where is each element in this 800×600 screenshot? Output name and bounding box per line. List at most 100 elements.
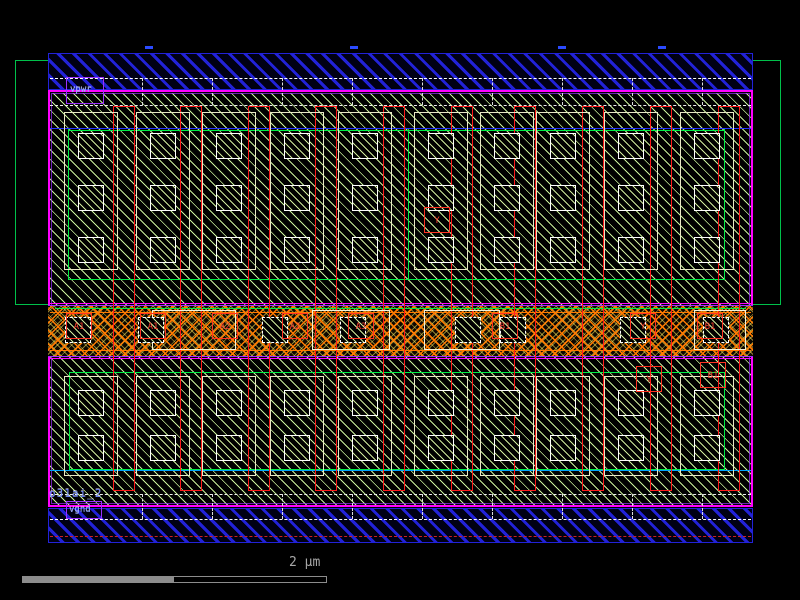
mid-band-green-line (55, 308, 746, 309)
poly-gate (582, 106, 604, 491)
pin-y[interactable]: Y (630, 313, 656, 339)
contact-square (78, 435, 104, 461)
mid-band-magenta-bottom (48, 358, 753, 359)
mid-band-magenta-top (48, 303, 753, 304)
band-column-dash (562, 508, 563, 519)
rail-column-dash (702, 494, 703, 506)
pin-a1[interactable]: A1 (140, 313, 166, 339)
pin-a2[interactable]: A2 (282, 313, 308, 339)
diffusion-outline (136, 376, 190, 476)
rail-column-dash (422, 494, 423, 506)
rail-column-dash (492, 93, 493, 105)
contact-square (428, 237, 454, 263)
li-rect (312, 310, 390, 350)
bottom-band-dash-line (50, 519, 751, 520)
rail-column-dash (632, 494, 633, 506)
contact-square (428, 133, 454, 159)
band-column-dash (632, 508, 633, 519)
poly-gate (180, 106, 202, 491)
contact-square (216, 435, 242, 461)
band-column-dash (632, 78, 633, 90)
rail-column-dash (422, 93, 423, 105)
band-column-dash (352, 78, 353, 90)
pin-a3[interactable]: A3 (348, 313, 374, 339)
rail-column-dash (282, 93, 283, 105)
cell-boundary (48, 90, 753, 507)
contact-square (428, 435, 454, 461)
contact-square (494, 390, 520, 416)
contact-square (352, 185, 378, 211)
diffusion-outline (536, 376, 590, 476)
pin-a1[interactable]: A1 (66, 313, 92, 339)
band-column-dash (282, 78, 283, 90)
diffusion-outline (338, 112, 392, 270)
rail-column-dash (142, 93, 143, 105)
pin-y[interactable]: Y (424, 207, 450, 233)
rail-column-dash (142, 494, 143, 506)
ruler-tick-icon (558, 46, 566, 49)
rail-column-dash (492, 494, 493, 506)
rail-column-dash (212, 494, 213, 506)
pin-a2[interactable]: A2 (212, 313, 238, 339)
scale-bar-filled (22, 576, 173, 583)
bottom-ground-rail-band (48, 508, 753, 543)
diffusion-outline (680, 112, 734, 270)
rail-column-dash (352, 494, 353, 506)
poly-gate (113, 106, 135, 491)
band-column-dash (562, 78, 563, 90)
diffusion-outline (136, 112, 190, 270)
vpwr-label-box (66, 77, 104, 104)
rail-column-dash (702, 93, 703, 105)
contact-square (694, 185, 720, 211)
contact-square (150, 185, 176, 211)
band-column-dash (702, 508, 703, 519)
contact-square (78, 133, 104, 159)
contact-square (618, 390, 644, 416)
contact-square (494, 133, 520, 159)
contact-square (550, 185, 576, 211)
rail-column-dash (632, 93, 633, 105)
contact-square (428, 185, 454, 211)
top-band-dash-line (50, 78, 751, 79)
contact-square (428, 390, 454, 416)
contact-square (150, 435, 176, 461)
rail-column-dash (562, 93, 563, 105)
contact-square (618, 185, 644, 211)
contact-square (550, 237, 576, 263)
contact-square (694, 237, 720, 263)
vpwr-label: vpwr (70, 85, 92, 95)
contact-square (494, 185, 520, 211)
rail-column-dash (212, 93, 213, 105)
poly-gate (248, 106, 270, 491)
pin-b1[interactable]: B1 (492, 313, 518, 339)
contact-square (352, 133, 378, 159)
implant-vertical (408, 128, 409, 280)
diffusion-outline (680, 376, 734, 476)
metal-line-cyan (50, 470, 751, 471)
top-power-rail-band (48, 53, 753, 90)
pin-b1[interactable]: B1 (700, 362, 726, 388)
pin-b1[interactable]: B1 (697, 313, 723, 339)
band-column-dash (142, 508, 143, 519)
contact-square (150, 133, 176, 159)
diffusion-outline (604, 112, 658, 270)
contact-square (284, 185, 310, 211)
diffusion-outline (270, 112, 324, 270)
mid-band-violet-top (48, 305, 753, 306)
contact-square (494, 435, 520, 461)
band-column-dash (422, 78, 423, 90)
pin-y[interactable]: Y (636, 366, 662, 392)
diffusion-outline (338, 376, 392, 476)
contact-square (284, 133, 310, 159)
contact-square (216, 237, 242, 263)
contact-square (150, 390, 176, 416)
rail-column-dash (352, 93, 353, 105)
rail-dash-bottom (50, 494, 751, 495)
li-rect (694, 310, 746, 350)
contact-square (494, 237, 520, 263)
contact-square (78, 237, 104, 263)
diffusion-outline (536, 112, 590, 270)
scale-bar-hollow (173, 576, 327, 583)
vgnd-label-box (66, 501, 102, 519)
